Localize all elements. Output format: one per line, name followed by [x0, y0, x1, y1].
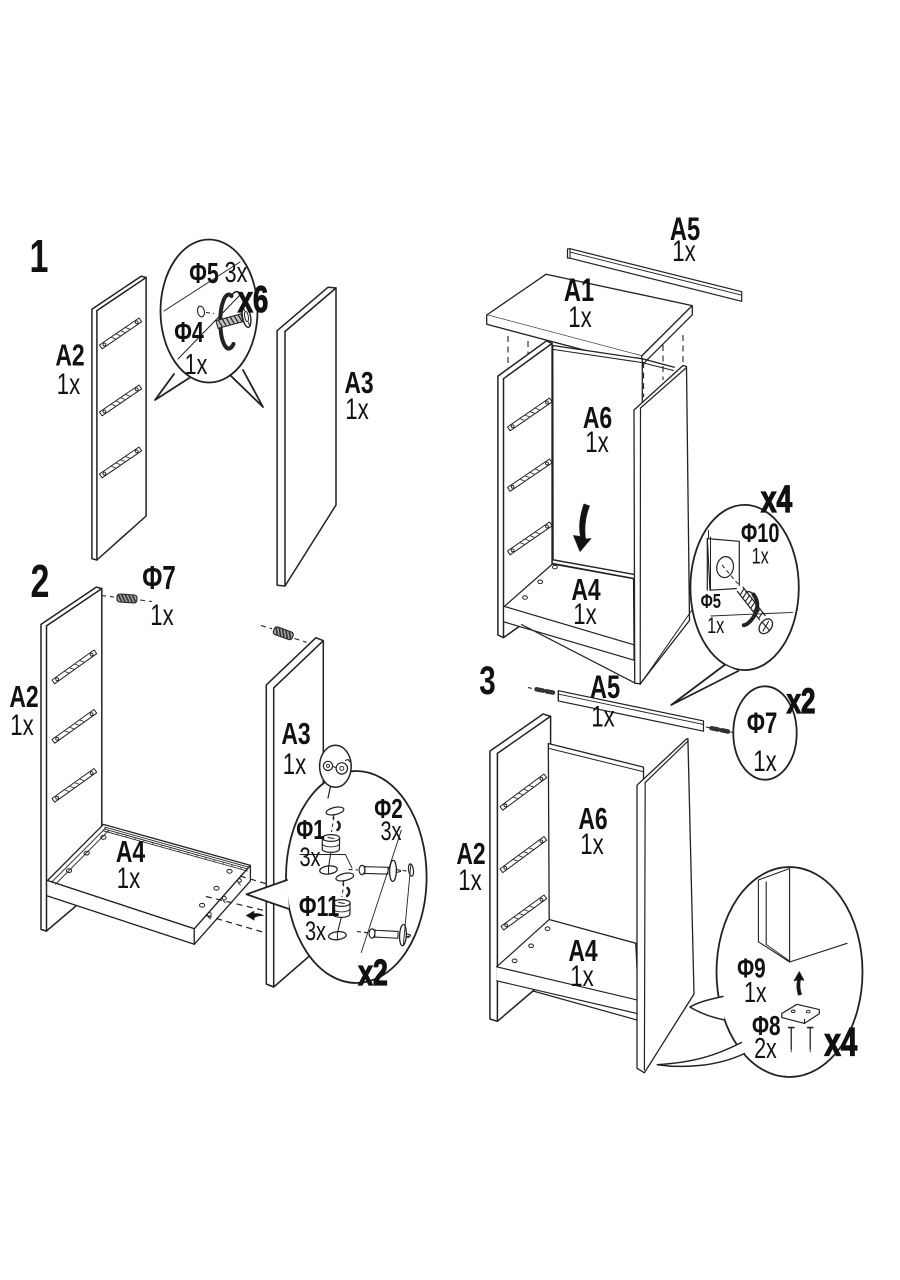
svg-text:Φ4: Φ4: [174, 317, 204, 349]
svg-text:1x: 1x: [707, 614, 724, 639]
svg-text:Φ10: Φ10: [741, 518, 780, 549]
svg-text:Φ5: Φ5: [189, 258, 219, 290]
svg-text:1x: 1x: [752, 544, 769, 569]
svg-text:1x: 1x: [591, 699, 614, 733]
svg-text:1x: 1x: [585, 425, 608, 459]
svg-text:1x: 1x: [10, 708, 33, 742]
svg-text:x4: x4: [761, 479, 793, 521]
svg-text:A2: A2: [456, 836, 485, 871]
svg-text:A4: A4: [568, 933, 598, 968]
svg-text:Φ9: Φ9: [737, 954, 766, 985]
svg-text:2x: 2x: [754, 1033, 777, 1065]
svg-text:Φ5: Φ5: [701, 590, 722, 613]
svg-text:Φ11: Φ11: [299, 891, 339, 923]
svg-text:1: 1: [30, 230, 49, 282]
svg-text:A4: A4: [571, 572, 601, 607]
svg-text:x6: x6: [238, 279, 268, 320]
svg-text:1x: 1x: [117, 861, 140, 895]
svg-text:3: 3: [479, 659, 495, 703]
svg-text:1x: 1x: [744, 977, 767, 1009]
svg-text:1x: 1x: [57, 367, 80, 401]
svg-text:1x: 1x: [458, 863, 481, 897]
svg-text:3x: 3x: [380, 816, 401, 847]
svg-text:1x: 1x: [150, 598, 173, 632]
svg-text:3x: 3x: [305, 916, 326, 947]
svg-text:1x: 1x: [672, 234, 695, 268]
svg-text:1x: 1x: [185, 349, 208, 381]
svg-text:Φ8: Φ8: [752, 1011, 781, 1042]
svg-text:Φ7: Φ7: [142, 561, 176, 597]
svg-text:A2: A2: [55, 337, 84, 372]
svg-text:A6: A6: [583, 400, 612, 435]
svg-text:1x: 1x: [580, 827, 603, 861]
svg-text:A5: A5: [670, 212, 700, 247]
svg-text:x2: x2: [787, 681, 816, 721]
svg-text:1x: 1x: [568, 300, 591, 334]
svg-text:1x: 1x: [345, 392, 368, 426]
svg-text:x4: x4: [824, 1020, 857, 1064]
svg-text:1x: 1x: [283, 747, 306, 781]
svg-text:2: 2: [31, 555, 50, 607]
svg-text:Φ7: Φ7: [747, 706, 778, 740]
svg-text:A1: A1: [564, 273, 594, 308]
svg-text:1x: 1x: [570, 959, 593, 993]
svg-text:x2: x2: [358, 952, 388, 993]
svg-text:3x: 3x: [299, 842, 320, 873]
svg-text:A6: A6: [578, 801, 607, 836]
svg-text:Φ1: Φ1: [296, 815, 325, 846]
svg-text:Φ2: Φ2: [374, 794, 403, 825]
svg-text:1x: 1x: [573, 597, 596, 631]
svg-text:A3: A3: [344, 365, 373, 400]
svg-text:A3: A3: [281, 716, 310, 751]
svg-text:A5: A5: [590, 670, 620, 705]
svg-text:1x: 1x: [753, 744, 776, 778]
svg-text:A4: A4: [116, 834, 146, 869]
svg-text:A2: A2: [9, 679, 38, 714]
svg-text:3x: 3x: [225, 257, 248, 289]
